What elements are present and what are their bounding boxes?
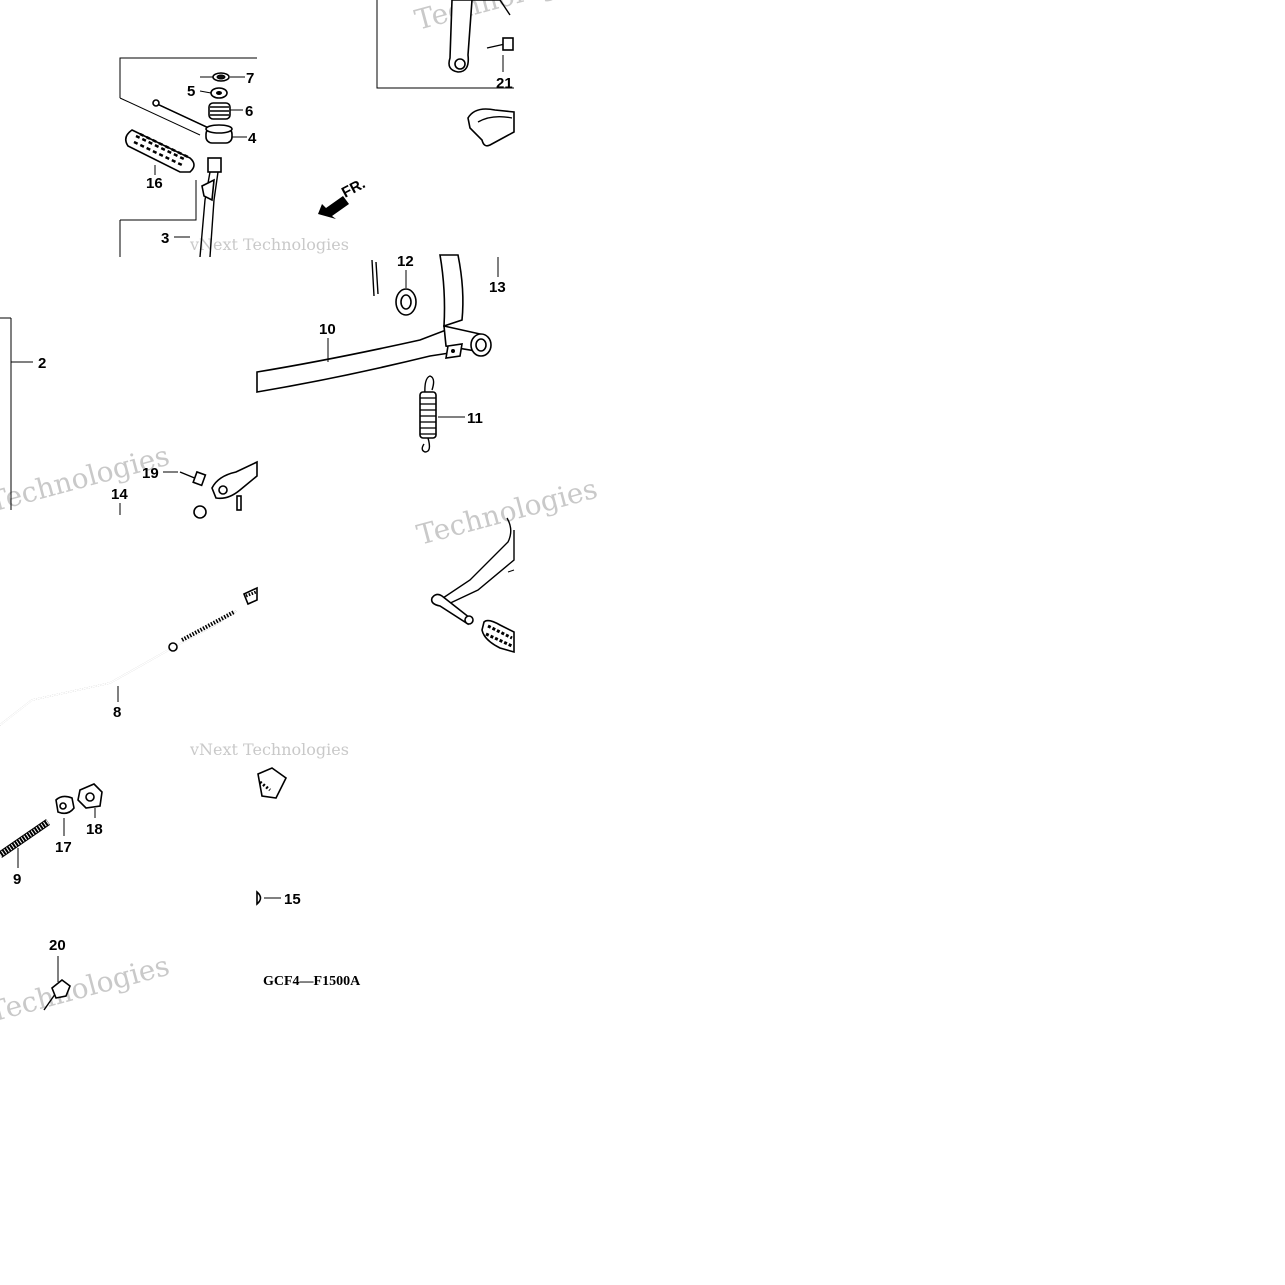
callout-11: 11	[467, 410, 483, 427]
callout-2: 2	[38, 355, 46, 372]
spring-part-11	[419, 375, 465, 453]
callout-8: 8	[113, 704, 121, 721]
footpeg-assembly	[119, 57, 257, 258]
leader-line	[199, 90, 212, 94]
callout-10: 10	[319, 321, 336, 338]
callout-7: 7	[246, 70, 254, 87]
leader-line	[507, 569, 515, 573]
callout-14: 14	[111, 486, 128, 503]
watermark-group: Technologies vNext Technologies Technolo…	[0, 0, 601, 1029]
nut-part-18	[77, 783, 103, 818]
assembly-bracket-line	[119, 97, 201, 136]
brake-pedal-part-10	[256, 254, 492, 393]
footpeg-rubber-part-16	[124, 129, 195, 173]
pedal-rubber-part	[481, 619, 515, 654]
callout-6: 6	[245, 103, 253, 120]
pedal-pad-part	[467, 108, 515, 147]
callout-4: 4	[248, 130, 257, 147]
callout-5: 5	[187, 83, 195, 100]
rod-part-3	[199, 157, 222, 258]
assembly-bracket-line	[119, 57, 257, 98]
bolt-part-19	[163, 470, 207, 487]
callout-3: 3	[161, 230, 169, 247]
callout-17: 17	[55, 839, 72, 856]
callout-12: 12	[397, 253, 414, 270]
watermark-text: Technologies	[0, 949, 173, 1029]
assembly-bracket-line	[120, 180, 197, 221]
callout-13: 13	[489, 279, 506, 296]
assembly-bracket-line	[376, 0, 514, 89]
pin-part	[152, 99, 214, 131]
collar-part-4	[205, 124, 233, 144]
pedal-pivot-boss	[443, 324, 492, 359]
nut-part-15	[256, 890, 281, 906]
callout-20: 20	[49, 937, 66, 954]
callout-16: 16	[146, 175, 163, 192]
joint-part-17	[55, 795, 75, 836]
callout-labels: 7 5 6 4 16 3 21 12 13 10 11 2 19 14 8 17…	[13, 70, 513, 954]
upper-right-assembly	[376, 0, 515, 147]
watermark-text: vNext Technologies	[189, 740, 349, 759]
front-direction-arrow: FR.	[318, 175, 368, 219]
arm-edge	[472, 0, 511, 16]
callout-21: 21	[496, 75, 513, 92]
bolt-part-21	[486, 37, 514, 51]
arm-part	[448, 0, 473, 73]
washer-part-12	[395, 270, 417, 316]
watermark-text: Technologies	[411, 0, 599, 37]
watermark-text: Technologies	[413, 472, 601, 552]
cotter-pin-part	[371, 259, 379, 297]
callout-18: 18	[86, 821, 103, 838]
callout-19: 19	[142, 465, 159, 482]
watermark-text: vNext Technologies	[189, 235, 349, 254]
spring-part-6	[208, 102, 231, 120]
brake-rod-part-8	[0, 586, 258, 726]
callout-15: 15	[284, 891, 301, 908]
brake-arm-assembly	[430, 517, 515, 654]
callout-9: 9	[13, 871, 21, 888]
spring-part-9	[0, 819, 50, 868]
bolt-part-20	[43, 956, 71, 1011]
joint-part	[257, 767, 288, 799]
clevis-part	[211, 460, 258, 500]
diagram-code: GCF4—F1500A	[263, 974, 361, 989]
left-frame-lines	[0, 317, 121, 515]
cotter-pin-part	[236, 495, 242, 511]
washer-part-13	[193, 505, 207, 519]
